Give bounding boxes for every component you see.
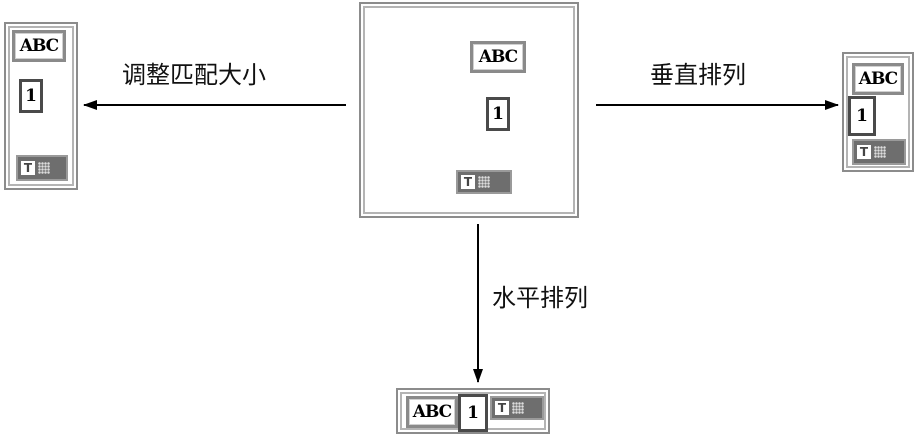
dots-icon bbox=[874, 146, 886, 158]
dots-icon bbox=[38, 162, 50, 174]
numeric-control[interactable]: 1 bbox=[19, 79, 43, 113]
dots-icon bbox=[478, 176, 490, 188]
t-icon: T bbox=[21, 161, 35, 175]
string-control[interactable]: ABC bbox=[470, 41, 526, 73]
numeric-control[interactable]: 1 bbox=[486, 97, 510, 131]
numeric-control[interactable]: 1 bbox=[848, 96, 876, 136]
string-control[interactable]: ABC bbox=[406, 396, 458, 428]
t-icon: T bbox=[857, 145, 871, 159]
string-control[interactable]: ABC bbox=[12, 30, 66, 62]
label-horizontal-arrange: 水平排列 bbox=[492, 284, 588, 312]
label-fit-size: 调整匹配大小 bbox=[122, 61, 266, 89]
t-icon: T bbox=[495, 401, 509, 415]
string-control[interactable]: ABC bbox=[852, 63, 904, 95]
label-vertical-arrange: 垂直排列 bbox=[650, 61, 746, 89]
t-icon: T bbox=[461, 175, 475, 189]
boolean-button[interactable]: T bbox=[852, 139, 906, 165]
numeric-control[interactable]: 1 bbox=[458, 394, 488, 432]
boolean-button[interactable]: T bbox=[456, 170, 512, 194]
dots-icon bbox=[512, 402, 524, 414]
boolean-button[interactable]: T bbox=[16, 155, 68, 181]
boolean-button[interactable]: T bbox=[490, 396, 544, 420]
